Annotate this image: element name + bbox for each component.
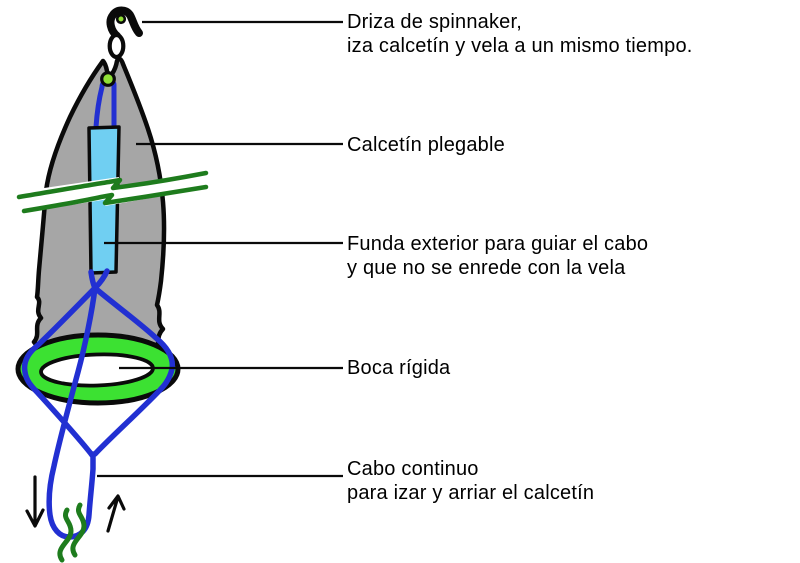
label-sleeve-line2: y que no se enrede con la vela — [347, 257, 626, 279]
rigid-mouth-ring — [15, 332, 181, 406]
halyard-hook-icon — [106, 6, 143, 60]
douse-arrow-down-icon — [25, 475, 45, 528]
rope-break-marks — [57, 502, 87, 563]
label-control-line2: para izar y arriar el calcetín — [347, 482, 595, 504]
label-mouth-line1: Boca rígida — [347, 357, 451, 379]
label-sleeve: Funda exterior para guiar el cabo y que … — [347, 232, 648, 280]
label-sock: Calcetín plegable — [347, 133, 505, 157]
stay-break-lines — [16, 170, 209, 214]
hoist-arrow-up-icon — [106, 494, 126, 533]
guide-sleeve — [87, 125, 121, 275]
label-control-line1: Cabo continuo — [347, 458, 479, 480]
label-sleeve-line1: Funda exterior para guiar el cabo — [347, 233, 649, 255]
label-halyard-line2: iza calcetín y vela a un mismo tiempo. — [347, 35, 693, 57]
label-sock-line1: Calcetín plegable — [347, 134, 505, 156]
label-halyard-line1: Driza de spinnaker, — [347, 11, 523, 33]
label-halyard: Driza de spinnaker, iza calcetín y vela … — [347, 10, 693, 58]
head-pulley-icon — [100, 71, 116, 87]
leader-lines — [97, 20, 343, 478]
label-control: Cabo continuo para izar y arriar el calc… — [347, 457, 594, 505]
label-mouth: Boca rígida — [347, 356, 450, 380]
